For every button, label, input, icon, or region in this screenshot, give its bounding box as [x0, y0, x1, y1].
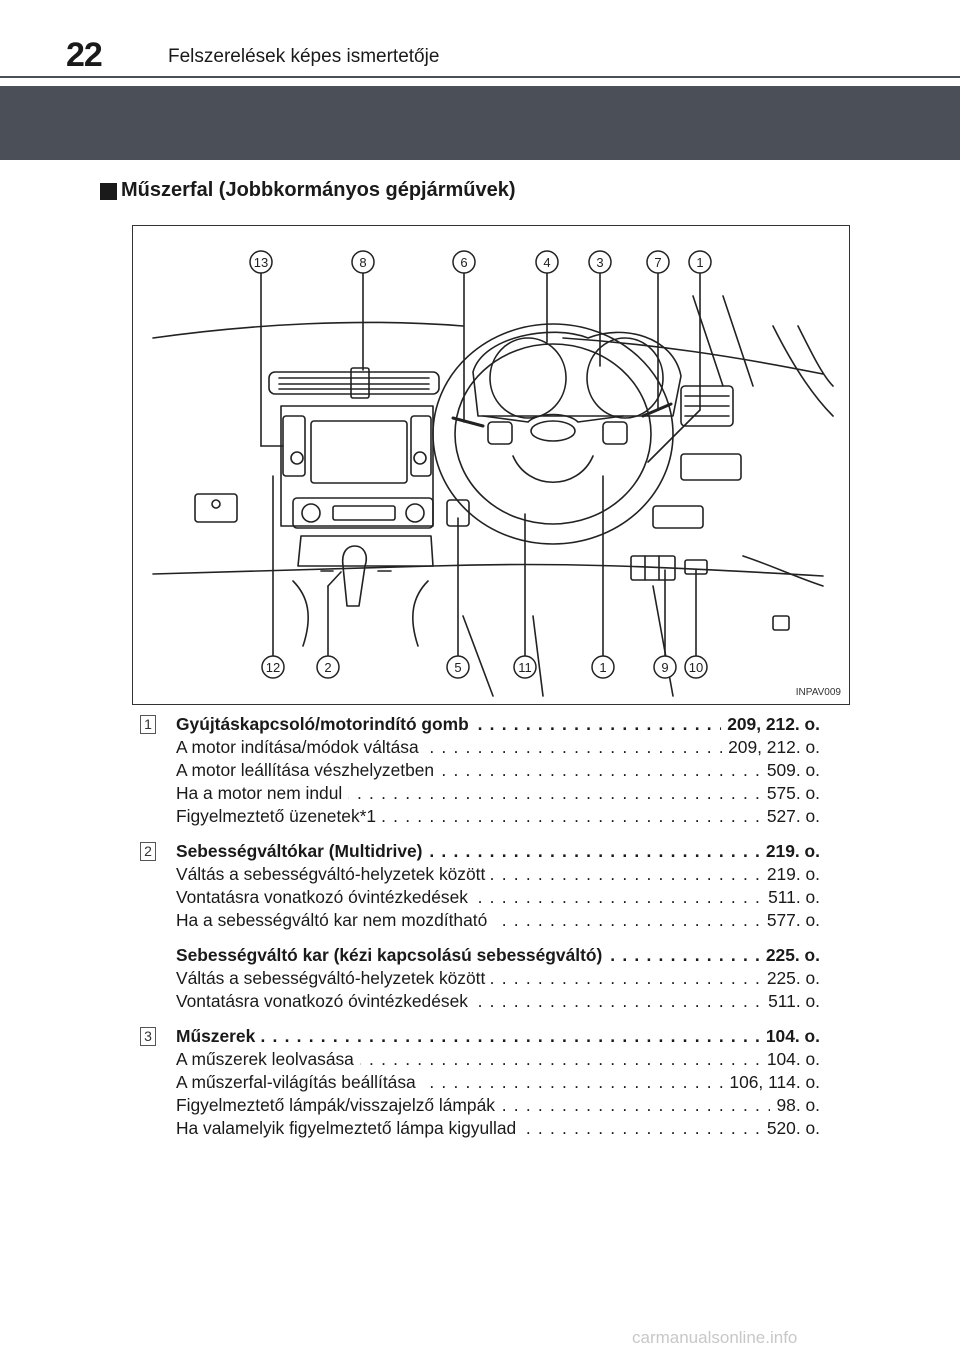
- entry-sub-line: A műszerfal-világítás beállítása 106, 114…: [176, 1071, 820, 1094]
- entry-number-badge: 2: [140, 842, 156, 861]
- entry-text: A műszerfal-világítás beállítása: [176, 1072, 422, 1092]
- entry-number-badge: 3: [140, 1027, 156, 1046]
- entry-text: A motor leállítása vészhelyzetben: [176, 760, 441, 780]
- entry-sub-line: A műszerek leolvasása 104. o.: [176, 1048, 820, 1071]
- entry-text: Figyelmeztető lámpák/visszajelző lámpák: [176, 1095, 501, 1115]
- entry-sub-line: A motor indítása/módok váltása 209, 212. …: [176, 736, 820, 759]
- entry-item: 3 Műszerek 104. o. A műszerek leolvasása 104…: [140, 1025, 820, 1140]
- entry-page-ref: 209, 212. o.: [721, 713, 820, 736]
- entry-page-ref: 225. o.: [760, 967, 820, 990]
- entry-gap: [140, 1013, 820, 1025]
- entry-page-ref: 511. o.: [762, 886, 820, 909]
- entry-page-ref: 106, 114. o.: [723, 1071, 820, 1094]
- entry-page-ref: 225. o.: [759, 944, 820, 967]
- entry-sub-line: Ha valamelyik figyelmeztető lámpa kigyul…: [176, 1117, 820, 1140]
- entry-page-ref: 104. o.: [760, 1048, 820, 1071]
- entry-text: Vontatásra vonatkozó óvintézkedések: [176, 991, 474, 1011]
- dashboard-figure: 13 8 6 4 3 7 1 12 2 5 11 1 9 10 INPAV009: [132, 225, 850, 705]
- entry-sub-line: Váltás a sebességváltó-helyzetek között 2…: [176, 967, 820, 990]
- entry-sub-line: Vontatásra vonatkozó óvintézkedések 511. …: [176, 990, 820, 1013]
- entry-sub-line: A motor leállítása vészhelyzetben 509. o.: [176, 759, 820, 782]
- entry-page-ref: 98. o.: [770, 1094, 820, 1117]
- entry-text: A műszerek leolvasása: [176, 1049, 360, 1069]
- entry-page-ref: 209, 212. o.: [722, 736, 820, 759]
- entry-sub-line: Vontatásra vonatkozó óvintézkedések 511. …: [176, 886, 820, 909]
- entry-sub-line: Figyelmeztető lámpák/visszajelző lámpák 9…: [176, 1094, 820, 1117]
- entry-page-ref: 511. o.: [762, 990, 820, 1013]
- entry-text: Ha valamelyik figyelmeztető lámpa kigyul…: [176, 1118, 523, 1138]
- entry-page-ref: 509. o.: [760, 759, 820, 782]
- entry-text: Ha a sebességváltó kar nem mozdítható: [176, 910, 494, 930]
- entry-text: Ha a motor nem indul: [176, 783, 349, 803]
- entry-item: 1 Gyújtáskapcsoló/motorindító gomb 209, 21…: [140, 713, 820, 828]
- header-rule: [0, 76, 960, 78]
- entry-sub-line: Ha a sebességváltó kar nem mozdítható 577…: [176, 909, 820, 932]
- entry-text: A motor indítása/módok váltása: [176, 737, 425, 757]
- entry-sub-line: Ha a motor nem indul 575. o.: [176, 782, 820, 805]
- entry-gap: [140, 932, 820, 944]
- chapter-title: Felszerelések képes ismertetője: [168, 46, 440, 67]
- entry-page-ref: 219. o.: [759, 840, 820, 863]
- entry-heading-line: Sebességváltókar (Multidrive) 219. o.: [176, 840, 820, 863]
- entry-text: Figyelmeztető üzenetek*1: [176, 806, 383, 826]
- entry-page-ref: 527. o.: [760, 805, 820, 828]
- header-band: [0, 86, 960, 160]
- page-number: 22: [66, 36, 103, 74]
- entry-heading-line: Sebességváltó kar (kézi kapcsolású sebes…: [176, 944, 820, 967]
- dashboard-illustration: [152, 272, 834, 697]
- entry-gap: [140, 828, 820, 840]
- entry-page-ref: 577. o.: [760, 909, 820, 932]
- figure-code: INPAV009: [795, 687, 841, 698]
- section-marker-icon: [100, 183, 117, 200]
- entry-list: 1 Gyújtáskapcsoló/motorindító gomb 209, 21…: [140, 713, 820, 1140]
- entry-text: Vontatásra vonatkozó óvintézkedések: [176, 887, 474, 907]
- entry-page-ref: 219. o.: [760, 863, 820, 886]
- entry-page-ref: 520. o.: [760, 1117, 820, 1140]
- entry-text: Sebességváltókar (Multidrive): [176, 841, 429, 861]
- entry-page-ref: 575. o.: [760, 782, 820, 805]
- entry-text: Gyújtáskapcsoló/motorindító gomb: [176, 714, 475, 734]
- watermark: carmanualsonline.info: [632, 1328, 798, 1347]
- entry-item: Sebességváltó kar (kézi kapcsolású sebes…: [140, 944, 820, 1013]
- entry-text: Váltás a sebességváltó-helyzetek között: [176, 864, 492, 884]
- entry-heading-line: Műszerek 104. o.: [176, 1025, 820, 1048]
- entry-text: Műszerek: [176, 1026, 262, 1046]
- entry-heading-line: Gyújtáskapcsoló/motorindító gomb 209, 212…: [176, 713, 820, 736]
- entry-sub-line: Figyelmeztető üzenetek*1 527. o.: [176, 805, 820, 828]
- entry-number-badge: 1: [140, 715, 156, 734]
- entry-page-ref: 104. o.: [759, 1025, 820, 1048]
- entry-text: Váltás a sebességváltó-helyzetek között: [176, 968, 492, 988]
- entry-sub-line: Váltás a sebességváltó-helyzetek között 2…: [176, 863, 820, 886]
- section-title: Műszerfal (Jobbkormányos gépjárművek): [121, 179, 516, 201]
- entry-text: Sebességváltó kar (kézi kapcsolású sebes…: [176, 945, 609, 965]
